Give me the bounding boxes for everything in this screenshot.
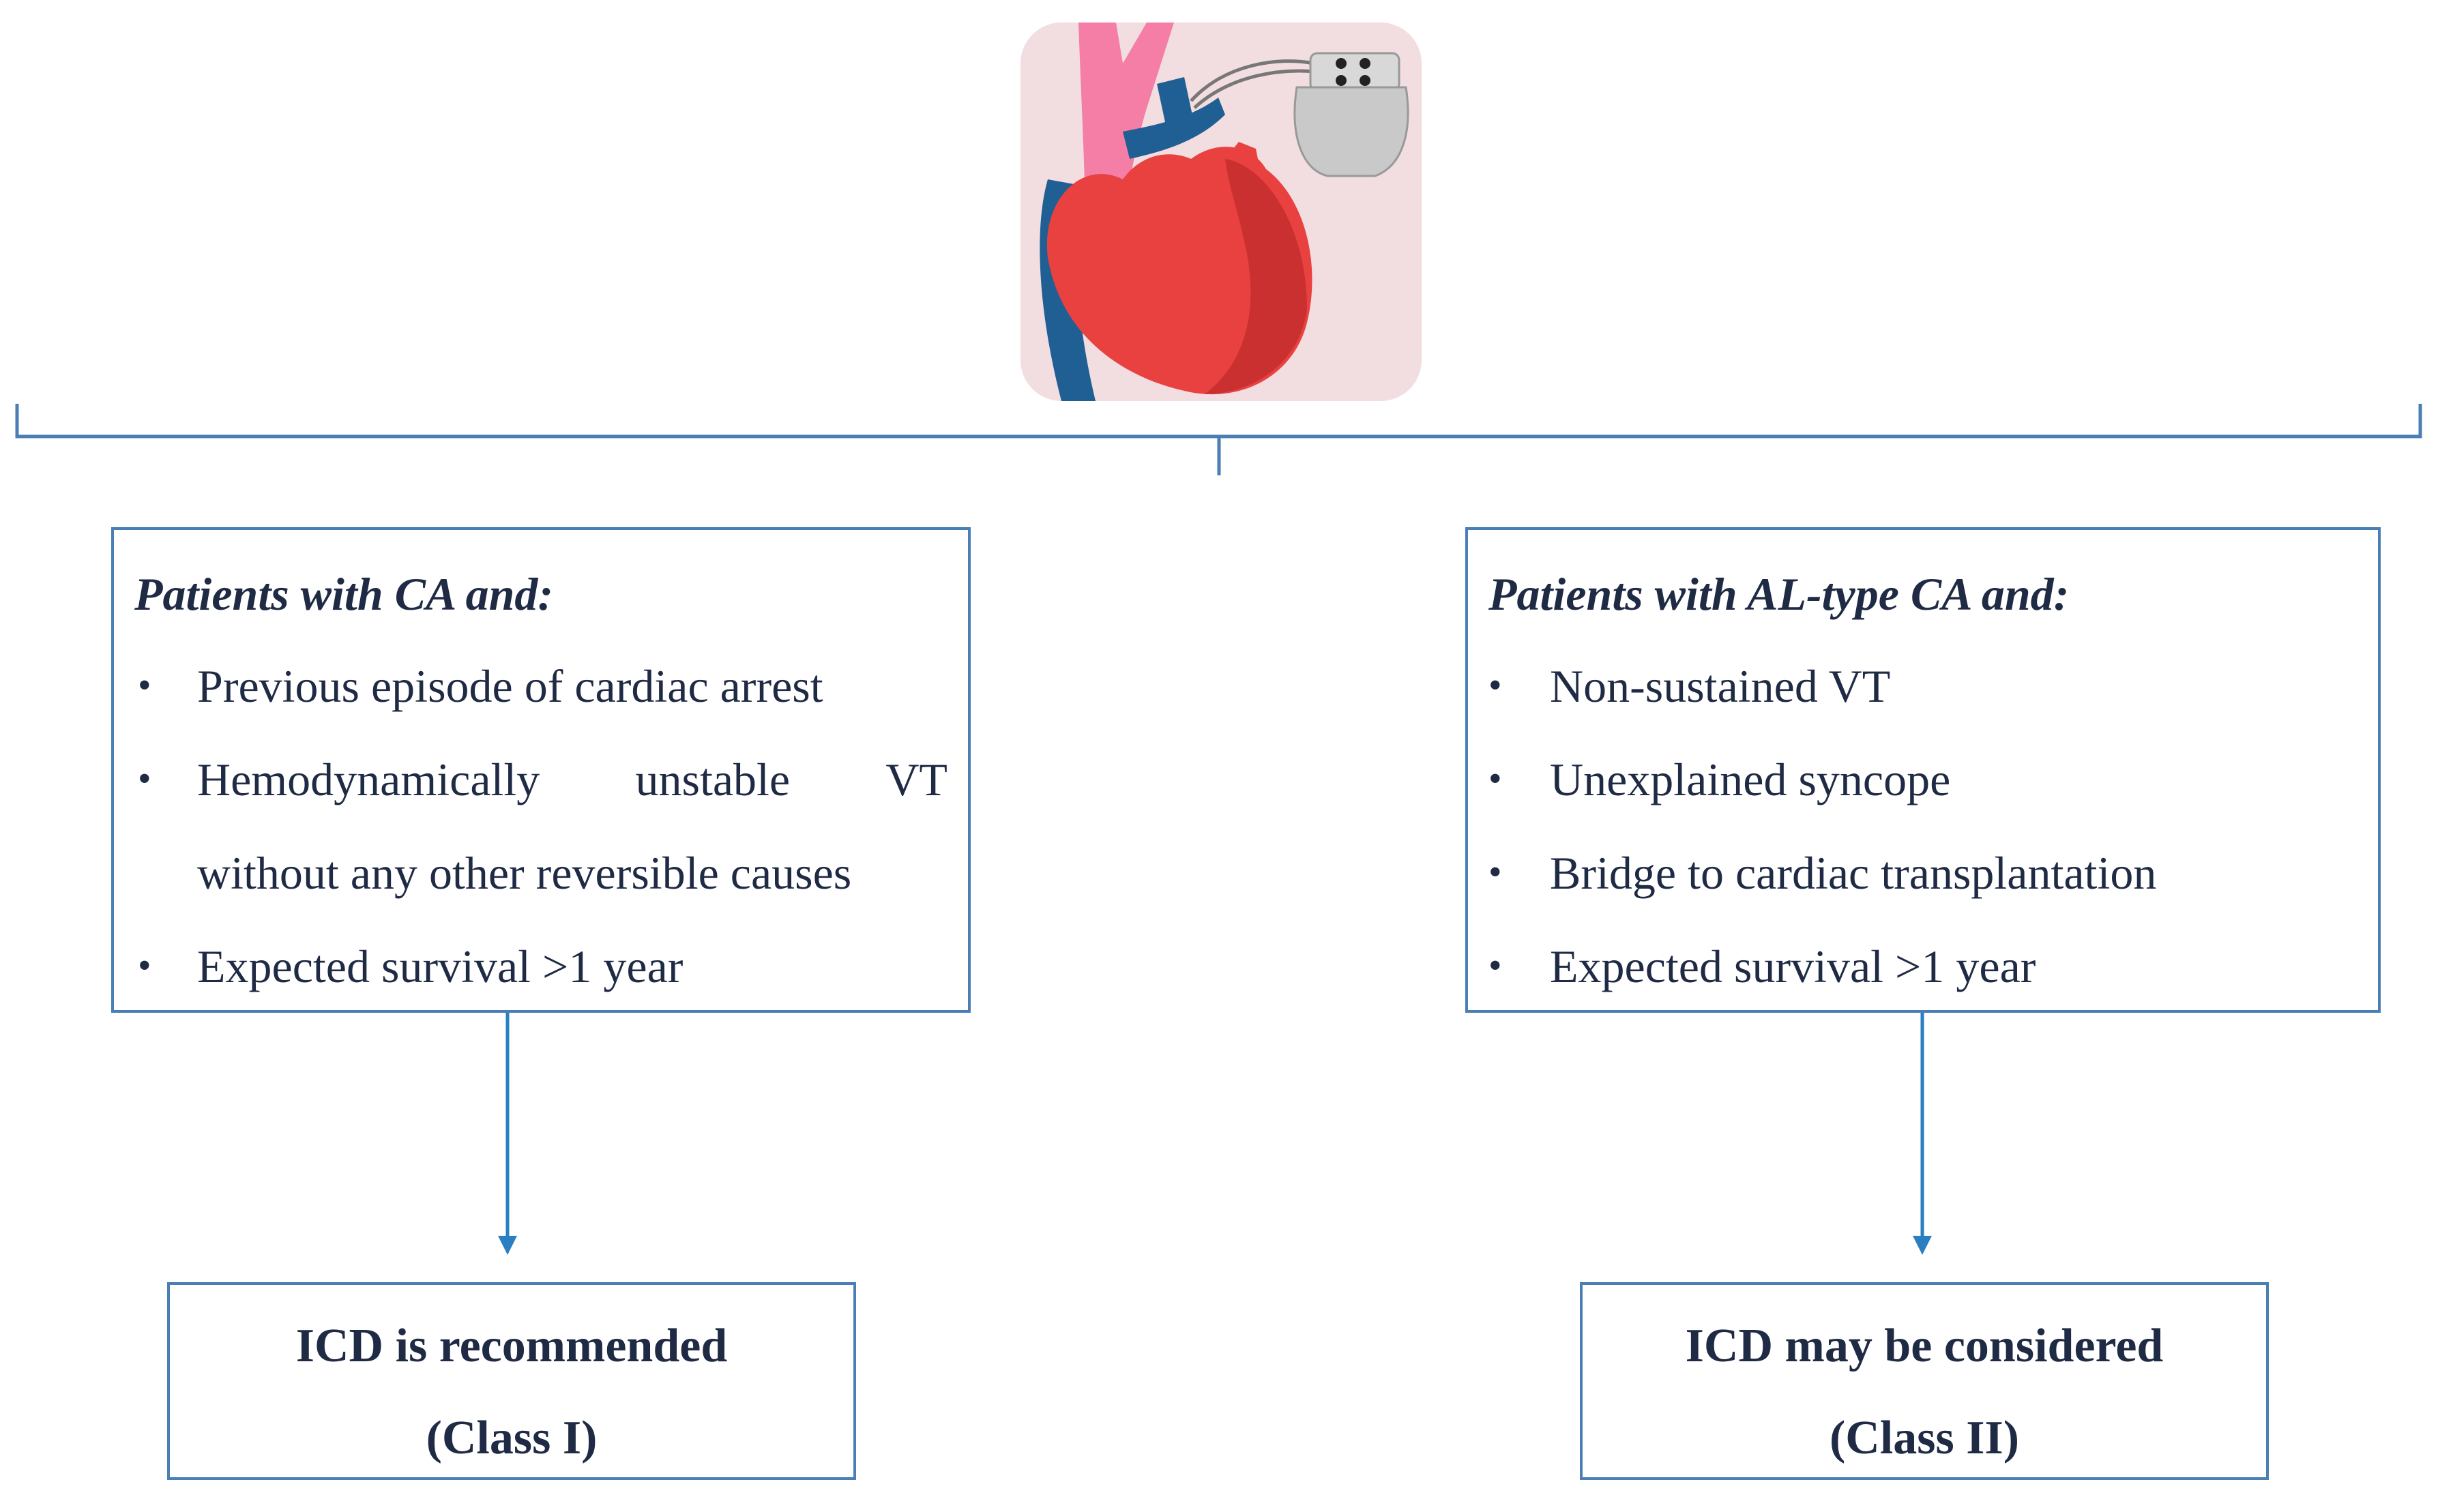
bullet-dot: • xyxy=(1488,851,1502,893)
right-bullet-2: Unexplained syncope xyxy=(1550,754,1951,805)
right-box-heading: Patients with AL-type CA and: xyxy=(1488,568,2070,620)
heart-with-implanted-device-icon xyxy=(1020,23,1422,401)
right-outcome-line-1: ICD may be considered xyxy=(1685,1320,2164,1372)
left-bullet-2-line-2: without any other reversible causes xyxy=(197,847,852,899)
right-bullet-1: Non-sustained VT xyxy=(1550,660,1891,712)
bullet-dot: • xyxy=(1488,664,1502,707)
left-arrow-head xyxy=(498,1236,517,1255)
bullet-dot: • xyxy=(1488,758,1502,800)
bullet-dot: • xyxy=(138,664,151,707)
right-criteria-box: Patients with AL-type CA and: • Non-sust… xyxy=(1465,527,2381,1013)
left-bullet-2-line-1: Hemodynamically unstable VT xyxy=(197,756,948,803)
left-outcome-box: ICD is recommended (Class I) xyxy=(167,1282,856,1480)
word: unstable xyxy=(635,754,791,805)
left-box-heading: Patients with CA and: xyxy=(134,568,554,620)
right-outcome-line-2: (Class II) xyxy=(1829,1412,2020,1464)
right-bullet-3: Bridge to cardiac transplantation xyxy=(1550,847,2157,899)
left-outcome-line-1: ICD is recommended xyxy=(295,1320,728,1372)
bullet-dot: • xyxy=(138,758,151,800)
word: VT xyxy=(885,754,948,805)
right-bullet-4: Expected survival >1 year xyxy=(1550,940,2036,992)
left-outcome-line-2: (Class I) xyxy=(426,1412,598,1464)
bullet-dot: • xyxy=(1488,945,1502,987)
bullet-dot: • xyxy=(138,945,151,987)
top-bracket xyxy=(15,404,2422,439)
right-outcome-box: ICD may be considered (Class II) xyxy=(1580,1282,2269,1480)
right-arrow-head xyxy=(1913,1236,1932,1255)
left-criteria-box: Patients with CA and: • Previous episode… xyxy=(111,527,971,1013)
word: Hemodynamically xyxy=(197,754,540,805)
left-bullet-3: Expected survival >1 year xyxy=(197,940,684,992)
left-bullet-1: Previous episode of cardiac arrest xyxy=(197,660,823,712)
